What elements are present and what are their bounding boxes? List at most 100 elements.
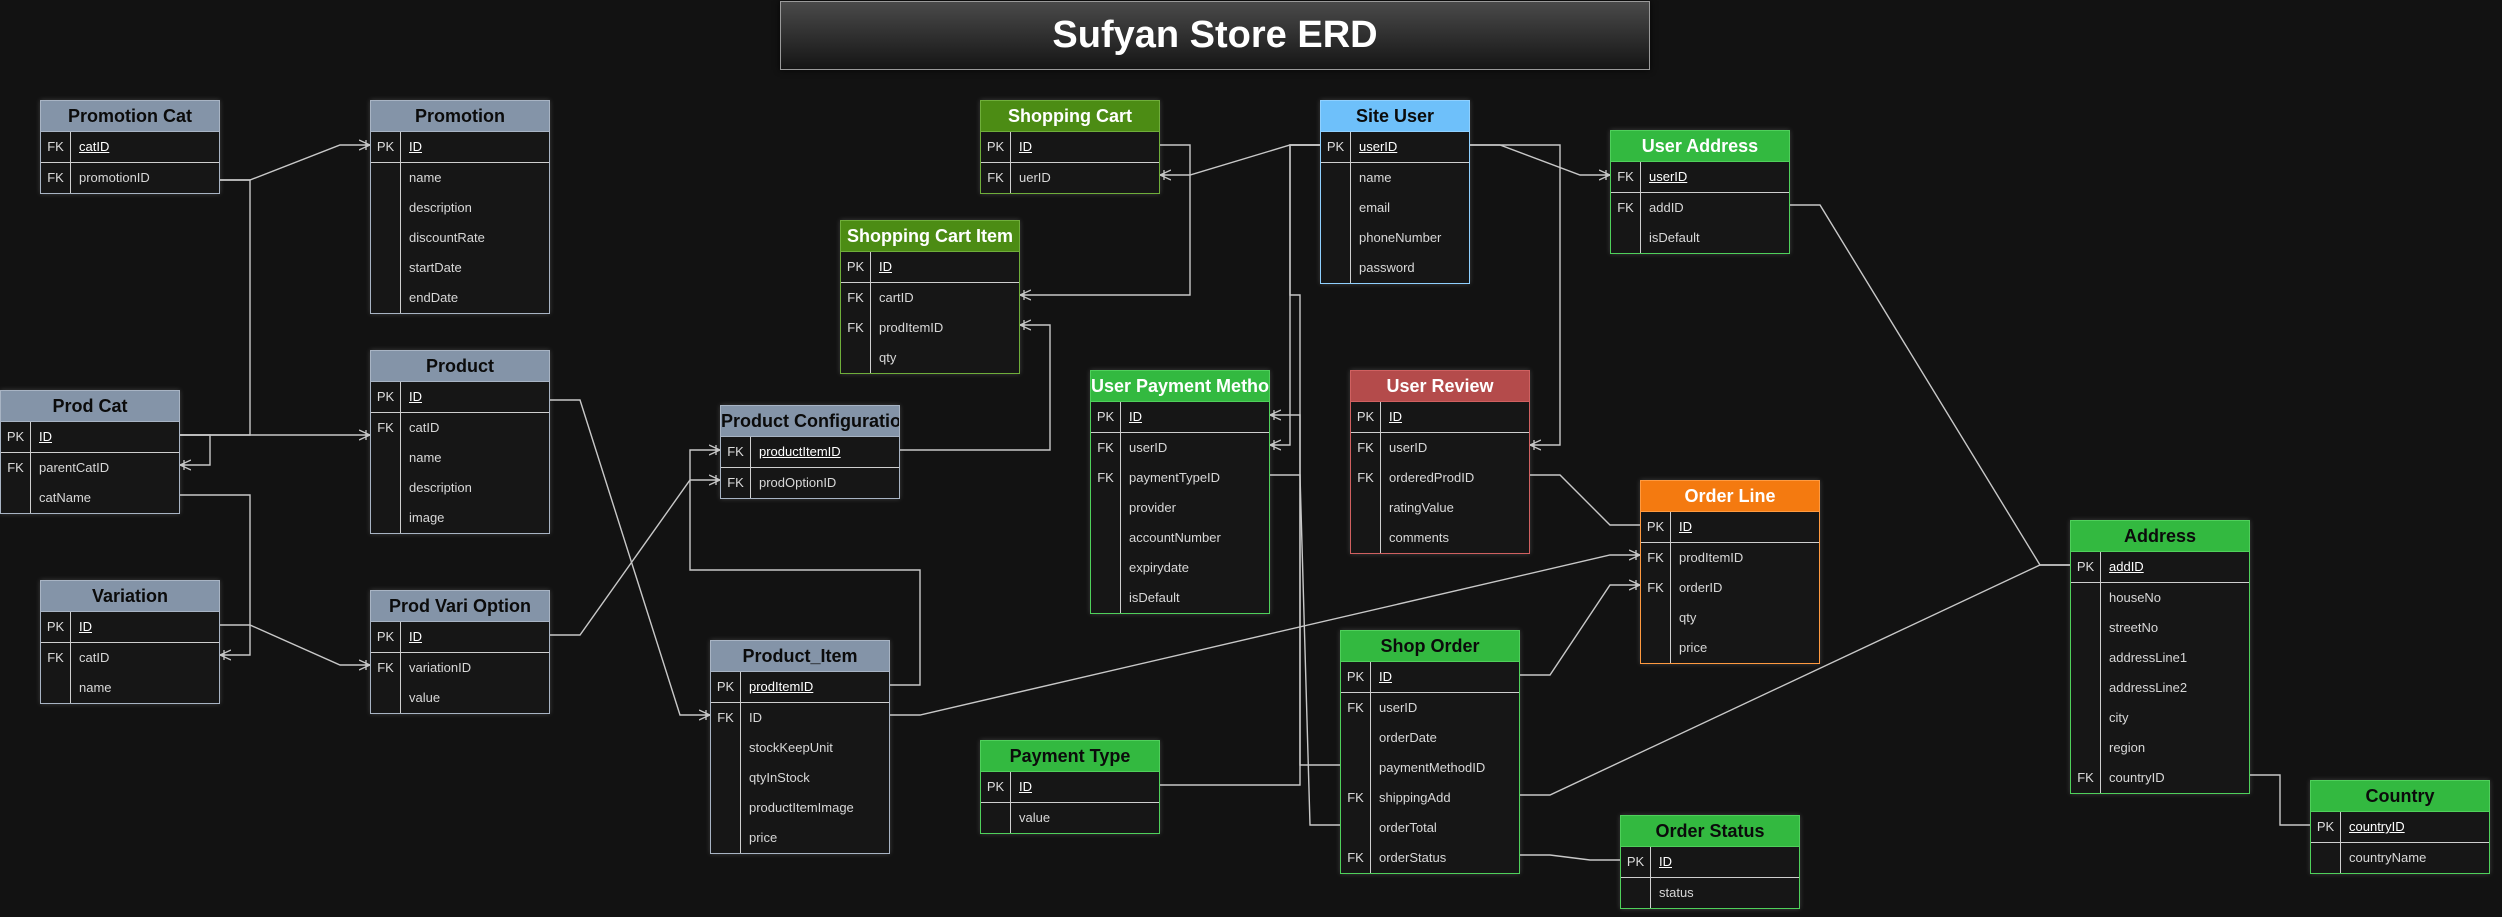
attribute-name: accountNumber: [1129, 530, 1221, 545]
attribute-row: streetNo: [2071, 613, 2249, 643]
attribute-row: email: [1321, 193, 1469, 223]
attribute-name: prodItemID: [749, 679, 814, 694]
attribute-name: ID: [39, 429, 52, 444]
relationship-shoporder-address: [1520, 564, 2070, 796]
relationship-productitem-prodconfig: [689, 450, 921, 686]
attribute-row: addressLine1: [2071, 643, 2249, 673]
attribute-name: price: [749, 830, 778, 845]
key-type-label: [1341, 753, 1371, 783]
attribute-row: city: [2071, 703, 2249, 733]
attribute-name: prodOptionID: [759, 475, 837, 490]
attribute-name: parentCatID: [39, 460, 110, 475]
attribute-name: promotionID: [79, 170, 150, 185]
attribute-name: name: [409, 170, 442, 185]
entity-header-product: Product: [371, 351, 549, 382]
key-type-label: [371, 443, 401, 473]
attribute-name: description: [409, 200, 472, 215]
attribute-name: expirydate: [1129, 560, 1189, 575]
key-type-label: [371, 283, 401, 313]
relationship-shoporder-orderstatus: [1520, 854, 1620, 861]
key-type-label: FK: [1611, 193, 1641, 223]
attribute-name: qty: [879, 350, 897, 365]
attribute-name: ID: [1379, 669, 1392, 684]
key-type-label: [841, 343, 871, 373]
key-type-label: [371, 163, 401, 193]
attribute-row: isDefault: [1611, 223, 1789, 253]
attribute-name: email: [1359, 200, 1391, 215]
attribute-name: userID: [1129, 440, 1168, 455]
key-type-label: FK: [1, 453, 31, 483]
key-type-label: [2071, 643, 2101, 673]
key-type-label: PK: [371, 622, 401, 652]
relationship-product-productitem: [550, 399, 710, 715]
attribute-name: image: [409, 510, 445, 525]
attribute-row: houseNo: [2071, 583, 2249, 613]
relationship-siteuser-review: [1470, 144, 1561, 445]
attribute-name: qty: [1679, 610, 1697, 625]
key-type-label: PK: [371, 132, 401, 162]
relationship-payment-shoporder: [1270, 474, 1340, 826]
key-type-label: [711, 793, 741, 823]
attribute-name: isDefault: [1649, 230, 1700, 245]
entity-header-product-configuration: Product Configuration: [721, 406, 899, 437]
key-type-label: FK: [1351, 433, 1381, 463]
relationship-siteuser-cart: [1160, 144, 1320, 175]
entity-header-address: Address: [2071, 521, 2249, 552]
attribute-name: ratingValue: [1389, 500, 1454, 515]
attribute-row: image: [371, 503, 549, 533]
attribute-name: userID: [1359, 139, 1398, 154]
key-type-label: FK: [1091, 463, 1121, 493]
attribute-name: price: [1679, 640, 1708, 655]
attribute-name: name: [79, 680, 112, 695]
attribute-name: ID: [1129, 409, 1142, 424]
key-type-label: [1341, 723, 1371, 753]
attribute-row: name: [41, 673, 219, 703]
attribute-name: orderStatus: [1379, 850, 1447, 865]
key-type-label: [2071, 703, 2101, 733]
attribute-name: ID: [79, 619, 92, 634]
attribute-row: name: [371, 163, 549, 193]
